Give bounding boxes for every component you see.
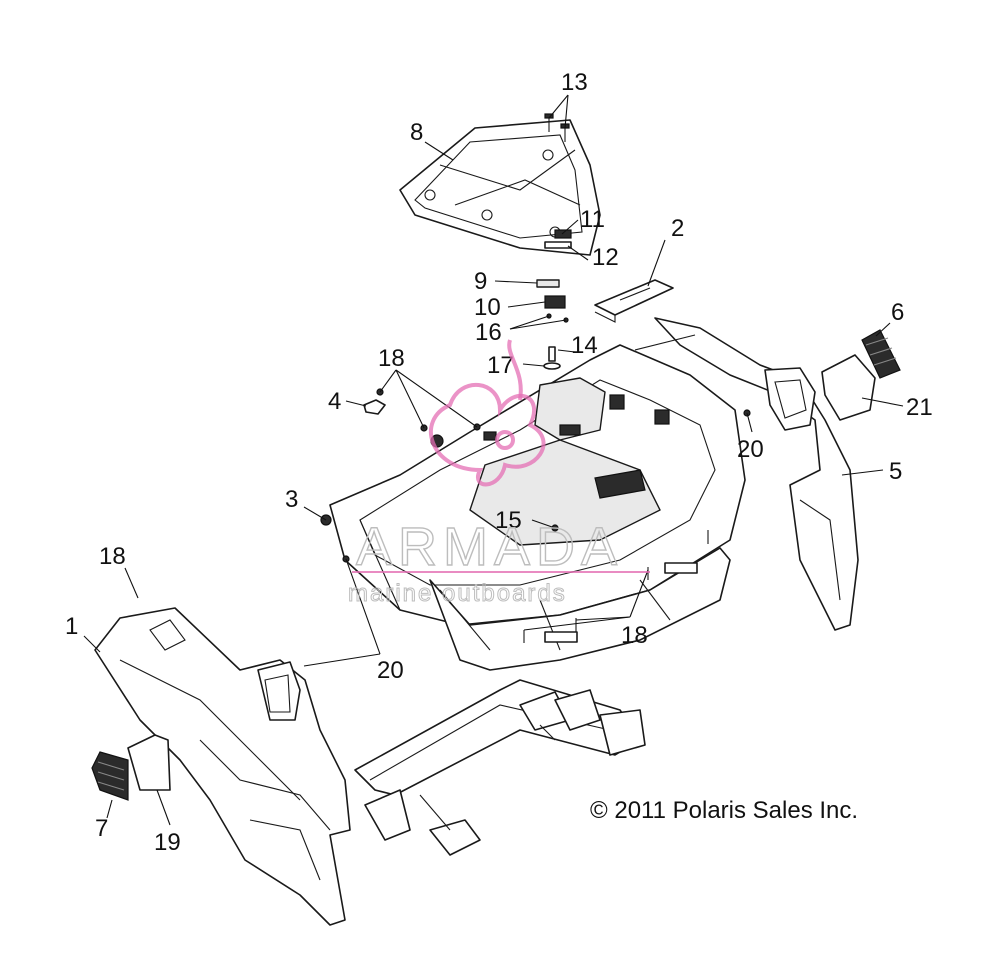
callout-16: 16 — [475, 319, 502, 346]
callout-18-lower: 18 — [621, 622, 648, 649]
leader-lines — [83, 94, 904, 826]
copyright-notice: © 2011 Polaris Sales Inc. — [590, 797, 858, 824]
callout-3: 3 — [285, 486, 298, 513]
callout-11: 11 — [580, 206, 605, 233]
callout-10: 10 — [474, 294, 501, 321]
part-5-right-side-panel — [634, 317, 859, 631]
cargo-box-tub — [329, 344, 746, 671]
part-19-left-pad — [127, 734, 171, 791]
watermark: ARMADA marine outboards — [348, 339, 650, 608]
callout-18-upper: 18 — [378, 345, 405, 372]
watermark-brand: ARMADA — [356, 517, 623, 577]
callout-12: 12 — [592, 244, 619, 271]
callout-17: 17 — [487, 352, 514, 379]
part-7-left-vent — [91, 751, 129, 801]
part-21-right-pad — [821, 354, 876, 421]
callout-6: 6 — [891, 299, 904, 326]
callout-14: 14 — [571, 332, 598, 359]
callout-7: 7 — [95, 815, 108, 842]
callout-labels: 13 8 11 12 2 9 10 16 6 18 14 17 4 21 20 … — [65, 69, 933, 856]
callout-2: 2 — [671, 215, 684, 242]
part-2-bracket — [594, 279, 674, 323]
callout-15: 15 — [495, 507, 522, 534]
callout-18-left: 18 — [99, 543, 126, 570]
callout-19: 19 — [154, 829, 181, 856]
part-1-left-side-panel — [94, 607, 351, 926]
part-6-right-vent — [861, 329, 901, 379]
callout-21: 21 — [906, 394, 933, 421]
callout-9: 9 — [474, 268, 487, 295]
callout-20-left: 20 — [377, 657, 404, 684]
callout-8: 8 — [410, 119, 423, 146]
callout-1: 1 — [65, 613, 78, 640]
part-4-clip — [363, 399, 386, 415]
callout-5: 5 — [889, 458, 902, 485]
callout-20-right: 20 — [737, 436, 764, 463]
part-14-17-fastener — [543, 346, 561, 370]
rear-frame-structure — [354, 679, 646, 856]
callout-4: 4 — [328, 388, 341, 415]
watermark-flower-logo — [429, 339, 546, 487]
watermark-tagline: marine outboards — [348, 580, 567, 607]
callout-13: 13 — [561, 69, 588, 96]
part-8-floor-panel — [399, 119, 601, 256]
